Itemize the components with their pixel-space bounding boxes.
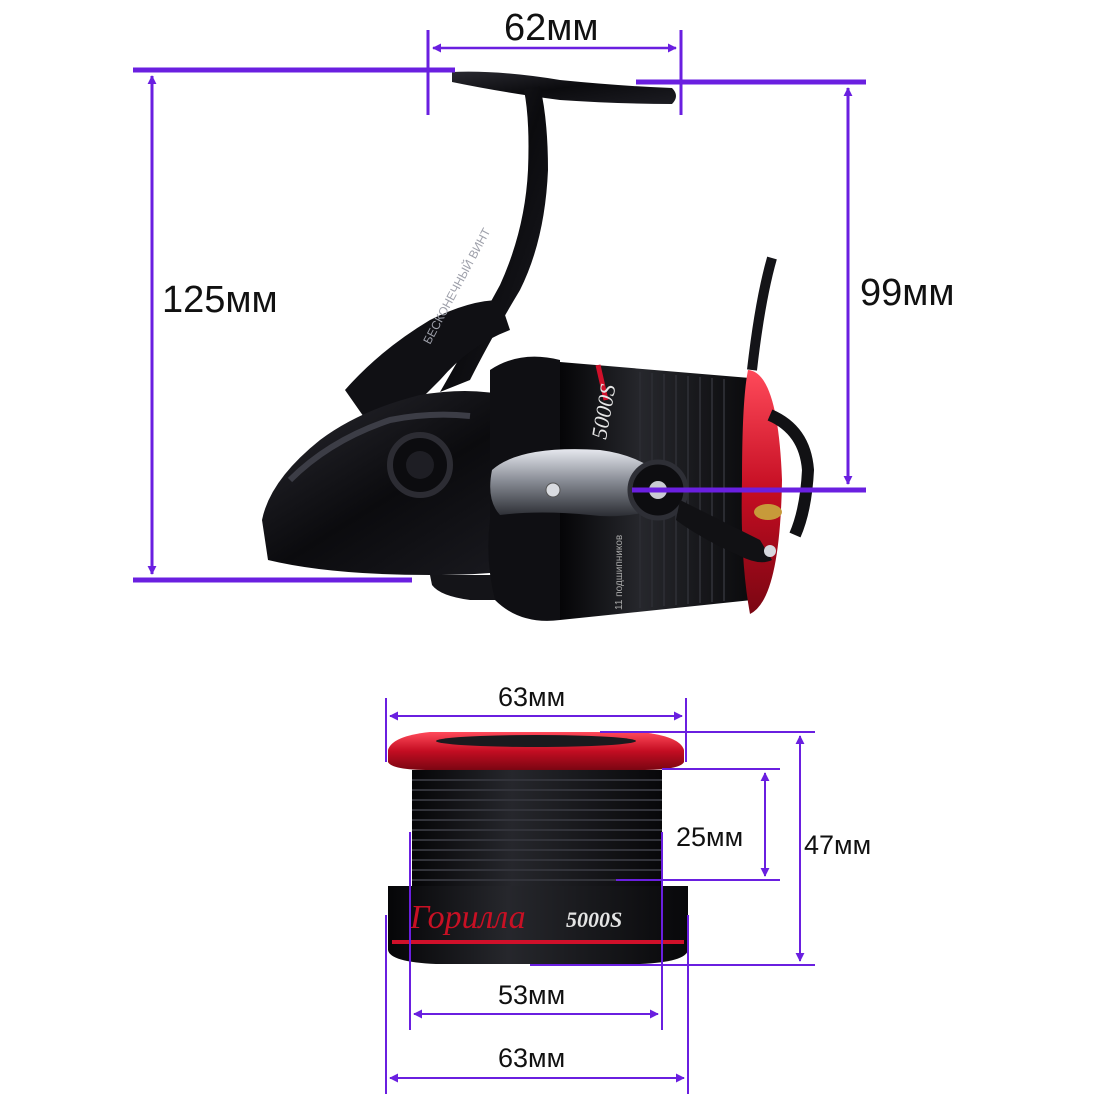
spool-brand-script: Горилла: [409, 899, 526, 936]
spool-top-face: [436, 735, 636, 747]
label-line-capacity: 25мм: [676, 822, 743, 852]
label-axis-height: 99мм: [860, 272, 955, 314]
spool-threads: [412, 779, 662, 881]
label-spool-height: 47мм: [804, 830, 871, 860]
handle-knob: [452, 71, 676, 104]
label-core-diameter: 53мм: [498, 980, 565, 1010]
body-highlight: [287, 411, 471, 483]
bail-roller-arm: [676, 500, 772, 563]
label-handle-width: 62мм: [504, 7, 599, 49]
brass-ring: [754, 504, 782, 520]
bail-wire: [747, 256, 777, 371]
chrome-arm-screw: [545, 482, 561, 498]
side-knob-center: [406, 451, 434, 479]
label-bottom-diameter: 63мм: [498, 1043, 565, 1073]
bail-arm: [767, 409, 815, 538]
spool-threaded-core: [412, 770, 662, 886]
dimension-lines: [133, 30, 866, 1094]
spool-side-text: 11 подшипников: [614, 535, 625, 610]
spool-model: 5000S: [566, 907, 622, 932]
spare-spool: Горилла 5000S: [388, 732, 688, 964]
spool-skirt: [388, 886, 688, 964]
bail-end-screw: [764, 545, 776, 557]
label-spool-top-diameter: 63мм: [498, 682, 565, 712]
chrome-arm: [490, 449, 668, 517]
reel-stem: [345, 300, 510, 440]
spool-red-stripe: [595, 364, 609, 401]
reel-foot: [430, 575, 505, 600]
spinning-reel: БЕСКОНЕЧНЫЙ ВИНТ 5000S 11 подшипников: [262, 71, 815, 621]
label-total-height: 125мм: [162, 279, 278, 321]
